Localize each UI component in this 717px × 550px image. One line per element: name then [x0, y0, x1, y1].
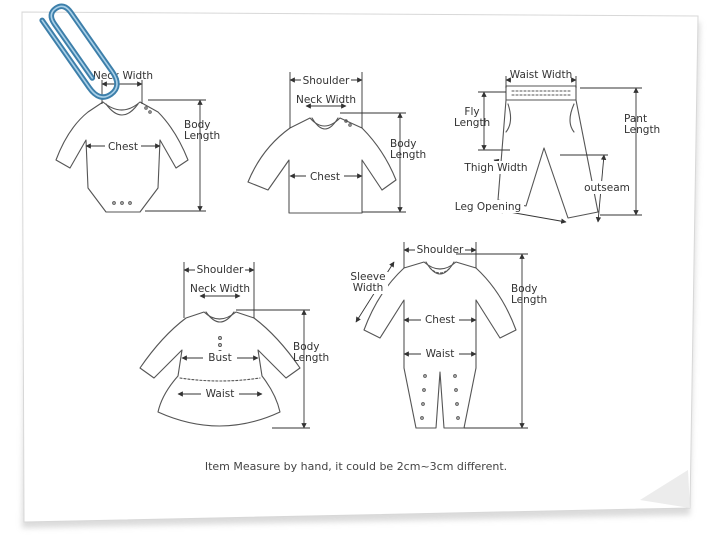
- dress-shoulder-label: Shoulder: [197, 264, 244, 276]
- romper-diagram: Shoulder Sleeve Width Chest Waist Body L…: [348, 242, 548, 429]
- dress-bust-label: Bust: [208, 352, 231, 364]
- dress-neck-width-label: Neck Width: [190, 283, 250, 295]
- tshirt-neck-width-label: Neck Width: [296, 94, 356, 106]
- pants-pant-length-label: Pant Length: [624, 114, 661, 136]
- romper-sleeve-width-label: Sleeve Width: [348, 272, 388, 294]
- romper-body-length-label: Body Length: [511, 284, 548, 306]
- pants-outseam-label: outseam: [584, 182, 630, 194]
- pants-diagram: Waist Width Fly Length Pant Length Thigh…: [454, 68, 661, 224]
- tshirt-body-length-label: Body Length: [390, 139, 427, 161]
- paper-sheet: [21, 11, 700, 528]
- dress-body-length-label: Body Length: [293, 342, 330, 364]
- tshirt-chest-label: Chest: [310, 171, 340, 183]
- bodysuit-outline: [55, 101, 189, 213]
- romper-chest-label: Chest: [425, 314, 455, 326]
- paperclip-icon: [39, 3, 120, 100]
- bodysuit-diagram: Neck Width Chest Body Length: [55, 70, 221, 213]
- bodysuit-neck-width-label: Neck Width: [93, 70, 153, 82]
- romper-shoulder-label: Shoulder: [417, 244, 464, 256]
- measurement-note: Item Measure by hand, it could be 2cm~3c…: [205, 460, 507, 473]
- bodysuit-body-length-label: Body Length: [184, 120, 221, 142]
- dress-outline: [139, 311, 301, 427]
- pants-thigh-width-label: Thigh Width: [463, 162, 527, 174]
- romper-waist-label: Waist: [426, 348, 455, 360]
- dress-diagram: Shoulder Neck Width Bust Waist Body Leng…: [139, 262, 330, 429]
- tshirt-diagram: Shoulder Neck Width Chest Body Length: [247, 72, 427, 214]
- tshirt-shoulder-label: Shoulder: [303, 75, 350, 87]
- pants-leg-opening-label: Leg Opening: [455, 201, 521, 213]
- tshirt-outline: [247, 117, 397, 214]
- pants-fly-length-label: Fly Length: [454, 107, 491, 129]
- dress-waist-label: Waist: [206, 388, 235, 400]
- pants-waist-width-label: Waist Width: [510, 69, 573, 81]
- bodysuit-chest-label: Chest: [108, 141, 138, 153]
